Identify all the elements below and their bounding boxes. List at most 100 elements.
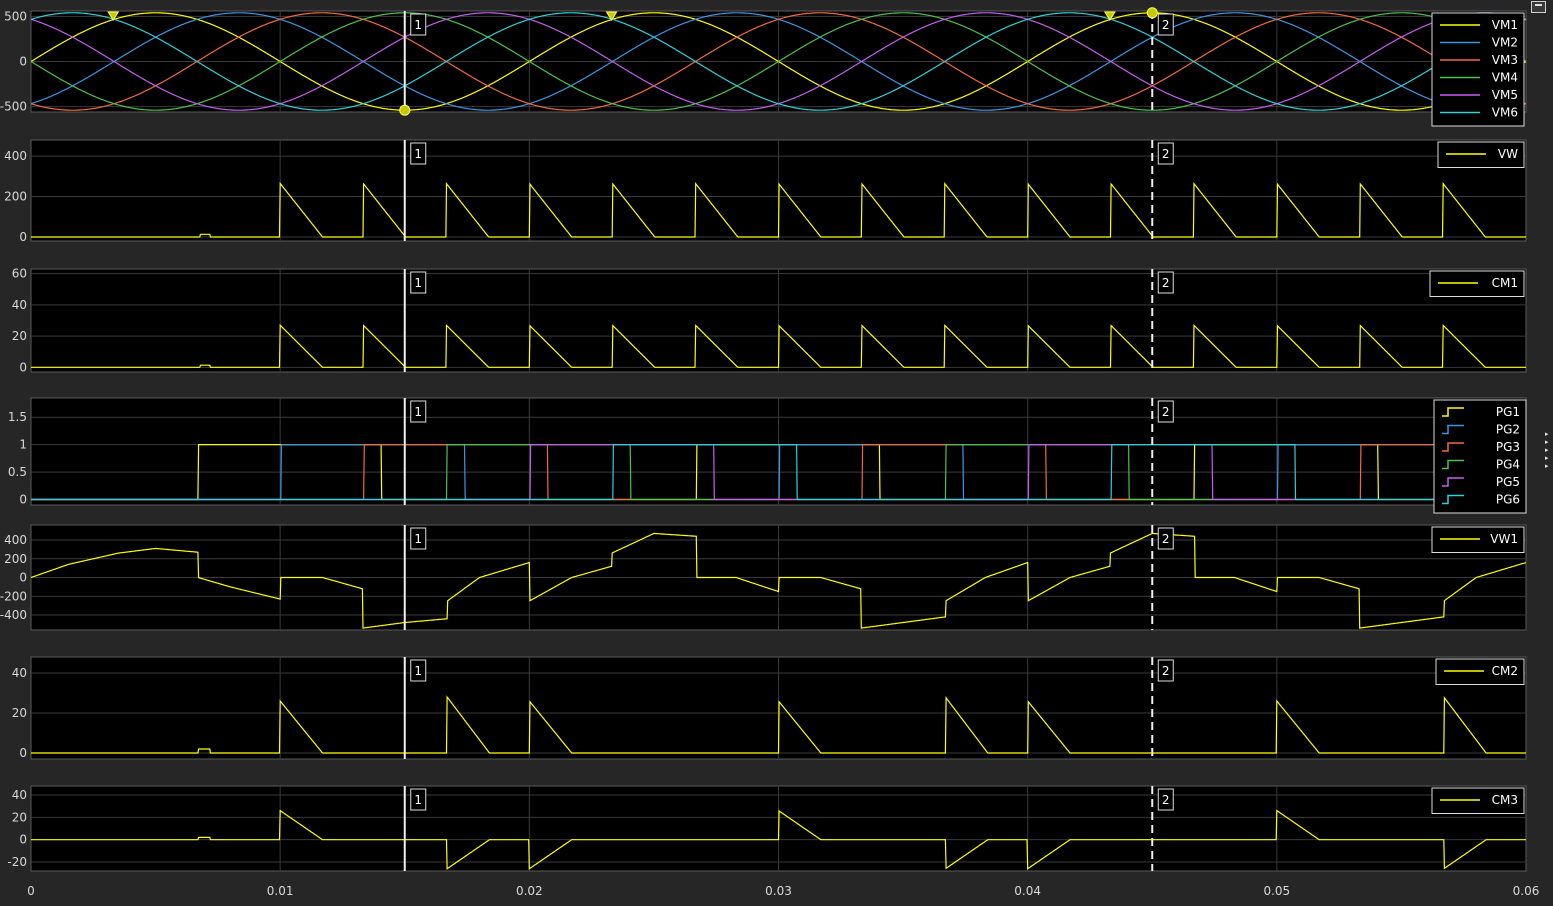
- cursor-label: 1: [414, 793, 422, 807]
- legend-entry: PG1: [1496, 405, 1520, 419]
- series-line-VM6: [31, 12, 1526, 111]
- x-tick-label: 0.05: [1263, 884, 1290, 898]
- y-tick-label: 400: [4, 533, 27, 547]
- y-tick-label: 20: [12, 329, 27, 343]
- legend-entry: PG6: [1496, 493, 1520, 507]
- x-tick-label: 0.06: [1513, 884, 1540, 898]
- legend-entry: VW1: [1490, 532, 1518, 546]
- cursor-label: 2: [1162, 18, 1170, 32]
- cursor-label: 2: [1162, 405, 1170, 419]
- legend-swatch: [1442, 442, 1464, 452]
- cursor-label: 2: [1162, 532, 1170, 546]
- legend-swatch: [1442, 477, 1464, 487]
- legend-entry: VM6: [1492, 106, 1518, 120]
- legend-expand-icon[interactable]: ▸▸▸▸▸: [1545, 430, 1549, 470]
- legend-box: [1433, 399, 1527, 514]
- y-tick-label: 40: [12, 666, 27, 680]
- series-line-CM3: [31, 809, 1526, 871]
- series-line-VM3: [31, 12, 1526, 111]
- y-tick-label: 0: [19, 493, 27, 507]
- series-line-CM1: [31, 323, 1526, 368]
- cursor-label-box: [410, 788, 427, 811]
- series-line-PG6: [31, 444, 1526, 501]
- y-tick-label: 40: [12, 298, 27, 312]
- y-tick-label: 0: [19, 571, 27, 585]
- peak-marker-icon: [107, 11, 120, 21]
- y-tick-label: -500: [0, 100, 27, 114]
- y-tick-label: 0: [19, 55, 27, 69]
- cursor-label-box: [1157, 788, 1174, 811]
- cursor-point-icon: [1146, 7, 1158, 19]
- y-tick-label: 0: [19, 360, 27, 374]
- undock-icon[interactable]: [1531, 1, 1546, 13]
- y-tick-label: 0: [19, 833, 27, 847]
- legend-entry: VM5: [1492, 88, 1518, 102]
- y-tick-label: -400: [0, 608, 27, 622]
- y-tick-label: 0.5: [8, 465, 27, 479]
- series-line-VW: [31, 181, 1526, 238]
- cursor-label: 2: [1162, 793, 1170, 807]
- legend-entry: CM1: [1492, 276, 1518, 290]
- panel-cm2: 0 20 40 1 2 CM2: [12, 656, 1527, 760]
- y-tick-label: 20: [12, 810, 27, 824]
- legend-entry: VW: [1498, 147, 1518, 161]
- y-tick-label: 200: [4, 552, 27, 566]
- legend-entry: PG3: [1496, 440, 1520, 454]
- y-tick-label: 1.5: [8, 410, 27, 424]
- peak-marker-icon: [1103, 11, 1116, 21]
- x-tick-label: 0.02: [516, 884, 543, 898]
- cursor-label: 2: [1162, 147, 1170, 161]
- y-tick-label: 400: [4, 149, 27, 163]
- legend-swatch: [1442, 459, 1464, 470]
- cursor-label-box: [410, 13, 427, 36]
- y-tick-label: -200: [0, 589, 27, 603]
- x-tick-label: 0: [27, 884, 35, 898]
- legend-entry: CM3: [1492, 793, 1518, 807]
- cursor-label-box: [410, 400, 427, 423]
- panel-cm3: -20 0 20 40 1 2 CM3: [7, 785, 1527, 872]
- legend-box: [1431, 12, 1525, 127]
- cursor-label: 1: [414, 147, 422, 161]
- x-tick-label: 0.04: [1014, 884, 1041, 898]
- cursor-label-box: [1157, 400, 1174, 423]
- cursor-label-box: [1157, 13, 1174, 36]
- legend-entry: PG4: [1496, 458, 1520, 472]
- cursor-label: 2: [1162, 276, 1170, 290]
- cursor-label-box: [410, 659, 427, 682]
- cursor-label: 2: [1162, 664, 1170, 678]
- cursor-label-box: [1157, 527, 1174, 550]
- legend-entry: PG2: [1496, 423, 1520, 437]
- y-tick-label: 1: [19, 438, 27, 452]
- series-line-VW1: [31, 532, 1526, 629]
- legend-swatch: [1442, 494, 1464, 505]
- x-tick-label: 0.01: [267, 884, 294, 898]
- cursor-label: 1: [414, 405, 422, 419]
- series-line-CM2: [31, 695, 1526, 754]
- legend-entry: VM1: [1492, 18, 1518, 32]
- cursor-label: 1: [414, 664, 422, 678]
- y-tick-label: 500: [4, 9, 27, 23]
- cursor-label-box: [1157, 659, 1174, 682]
- y-tick-label: 200: [4, 190, 27, 204]
- legend-swatch: [1442, 424, 1464, 435]
- legend-entry: CM2: [1492, 664, 1518, 678]
- panel-vw: 0 200 400 1 2 VW: [4, 139, 1527, 244]
- cursor-label: 1: [414, 276, 422, 290]
- y-tick-label: 0: [19, 746, 27, 760]
- legend-entry: PG5: [1496, 475, 1520, 489]
- x-tick-label: 0.03: [765, 884, 792, 898]
- cursor-label: 1: [414, 532, 422, 546]
- y-tick-label: -20: [7, 855, 27, 869]
- y-tick-label: 20: [12, 706, 27, 720]
- peak-marker-icon: [605, 11, 618, 21]
- cursor-label-box: [1157, 142, 1174, 165]
- series-line-VM4: [31, 12, 1526, 111]
- y-tick-label: 0: [19, 230, 27, 244]
- y-tick-label: 40: [12, 788, 27, 802]
- cursor-label-box: [410, 142, 427, 165]
- legend-entry: VM2: [1492, 36, 1518, 50]
